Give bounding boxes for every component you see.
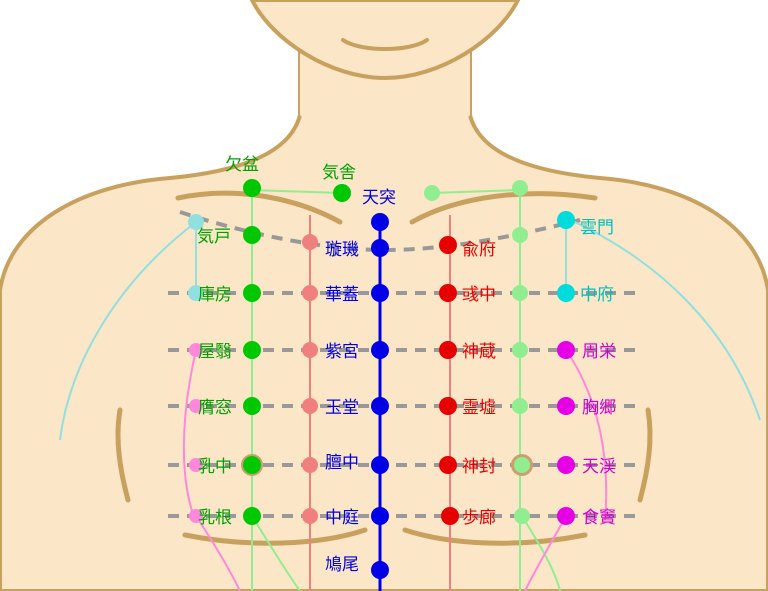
faded-points [188,180,530,524]
label-shinzo: 神蔵 [462,342,496,362]
label-tentotsu: 天突 [362,188,396,208]
label-kobo: 庫房 [198,285,232,305]
label-chufu: 中府 [580,285,614,305]
label-kagai: 華蓋 [325,285,359,305]
label-unmon: 雲門 [580,218,614,238]
label-kiko: 気戸 [197,227,231,247]
label-wakuchu: 彧中 [462,285,496,305]
chin-skin [249,0,521,81]
label-yufu: 兪府 [462,240,496,260]
spleen-labels: 周栄 胸郷 天渓 食竇 [582,342,616,528]
clavicle-right [409,191,598,225]
label-gyokudo: 玉堂 [325,398,359,418]
arm-crease-right [637,407,653,503]
label-tenkei: 天渓 [582,457,616,477]
label-shuei: 周栄 [582,342,616,362]
label-nyukon: 乳根 [198,508,232,528]
clavicle-left [175,190,343,225]
label-chutei: 中庭 [325,508,359,528]
label-horo: 歩廊 [462,508,496,528]
conception-points [371,213,389,579]
conception-labels: 天突 璇璣 華蓋 紫宮 玉堂 膻中 中庭 鳩尾 [325,188,396,575]
label-yoso: 膺窓 [198,398,232,418]
kidney-labels: 兪府 彧中 神蔵 霊墟 神封 歩廊 [462,240,496,528]
label-kekibon: 欠盆 [225,155,259,175]
stomach-labels: 欠盆 気舎 気戸 庫房 屋翳 膺窓 乳中 乳根 [197,155,356,528]
label-kyokyo: 胸郷 [582,398,616,418]
label-kyubi: 鳩尾 [325,555,359,575]
kidney-points [439,236,459,525]
label-shinpo: 神封 [462,457,496,477]
pectoral-line-left [182,527,368,546]
spleen-points [557,341,575,525]
pectoral-line-right [402,527,588,546]
label-shokutoku: 食竇 [582,508,616,528]
lung-points [557,211,575,302]
label-shikyu: 紫宮 [325,342,359,362]
label-nyuchu: 乳中 [198,457,232,477]
stomach-points [243,179,351,525]
arm-crease-left [115,407,131,503]
label-kisha: 気舎 [322,163,356,183]
label-reikyo: 霊墟 [462,398,496,418]
label-danchu: 膻中 [325,452,359,473]
lung-labels: 雲門 中府 [580,218,614,305]
label-okuei: 屋翳 [198,342,232,362]
label-senki: 璇璣 [325,240,359,260]
chin-line [341,38,429,51]
